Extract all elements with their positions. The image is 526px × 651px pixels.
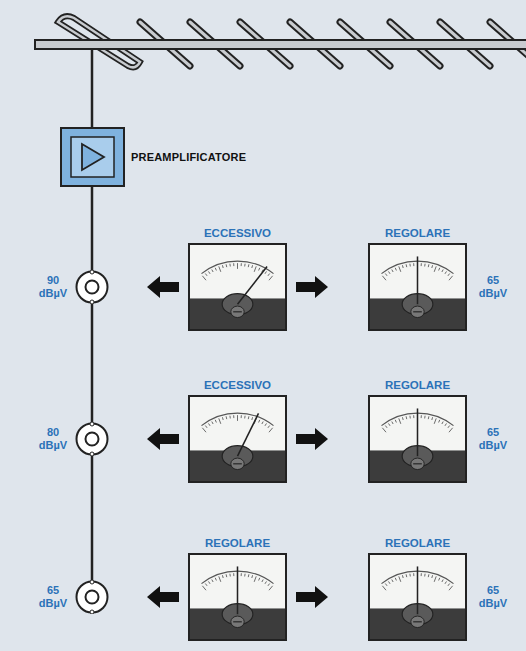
coaxial-cable (91, 304, 94, 422)
meter-heading: REGOLARE (368, 536, 467, 553)
level-meter: ECCESSIVO (188, 378, 287, 483)
meter-heading: REGOLARE (368, 378, 467, 395)
meter-box (368, 243, 467, 331)
signal-level: 65 dBµV (35, 584, 71, 610)
signal-level: 90 dBµV (35, 274, 71, 300)
outlet-symbol (75, 270, 109, 304)
level-meter: REGOLARE65 dBµV (368, 378, 467, 483)
preamplifier-label: PREAMPLIFICATORE (131, 151, 246, 163)
meter-box (188, 553, 287, 641)
meter-box (368, 395, 467, 483)
meter-face (190, 245, 285, 329)
signal-level: 65 dBµV (473, 426, 513, 452)
signal-level: 80 dBµV (35, 426, 71, 452)
level-meter: REGOLARE65 dBµV (368, 536, 467, 641)
outlet-symbol (75, 580, 109, 614)
meter-heading: ECCESSIVO (188, 226, 287, 243)
meter-box (188, 395, 287, 483)
coaxial-cable (91, 187, 94, 270)
meter-face (190, 555, 285, 639)
preamplifier-box: PREAMPLIFICATORE (60, 127, 125, 187)
meter-heading: ECCESSIVO (188, 378, 287, 395)
block-arrow (296, 276, 328, 298)
meter-heading: REGOLARE (368, 226, 467, 243)
tv-outlet: 65 dBµV (75, 580, 109, 614)
meter-face (370, 245, 465, 329)
meter-face (190, 397, 285, 481)
antenna-cable (91, 48, 94, 128)
block-arrow (147, 428, 179, 450)
block-arrow (296, 428, 328, 450)
level-meter: REGOLARE65 dBµV (368, 226, 467, 331)
level-meter: REGOLARE (188, 536, 287, 641)
outlet-symbol (75, 422, 109, 456)
block-arrow (147, 276, 179, 298)
block-arrow (296, 586, 328, 608)
tv-outlet: 90 dBµV (75, 270, 109, 304)
tv-outlet: 80 dBµV (75, 422, 109, 456)
level-meter: ECCESSIVO (188, 226, 287, 331)
meter-face (370, 397, 465, 481)
amplifier-symbol (62, 129, 123, 185)
meter-box (368, 553, 467, 641)
meter-face (370, 555, 465, 639)
block-arrow (147, 586, 179, 608)
signal-level: 65 dBµV (473, 274, 513, 300)
signal-level: 65 dBµV (473, 584, 513, 610)
meter-box (188, 243, 287, 331)
antenna-boom (35, 40, 526, 49)
coaxial-cable (91, 456, 94, 580)
meter-heading: REGOLARE (188, 536, 287, 553)
